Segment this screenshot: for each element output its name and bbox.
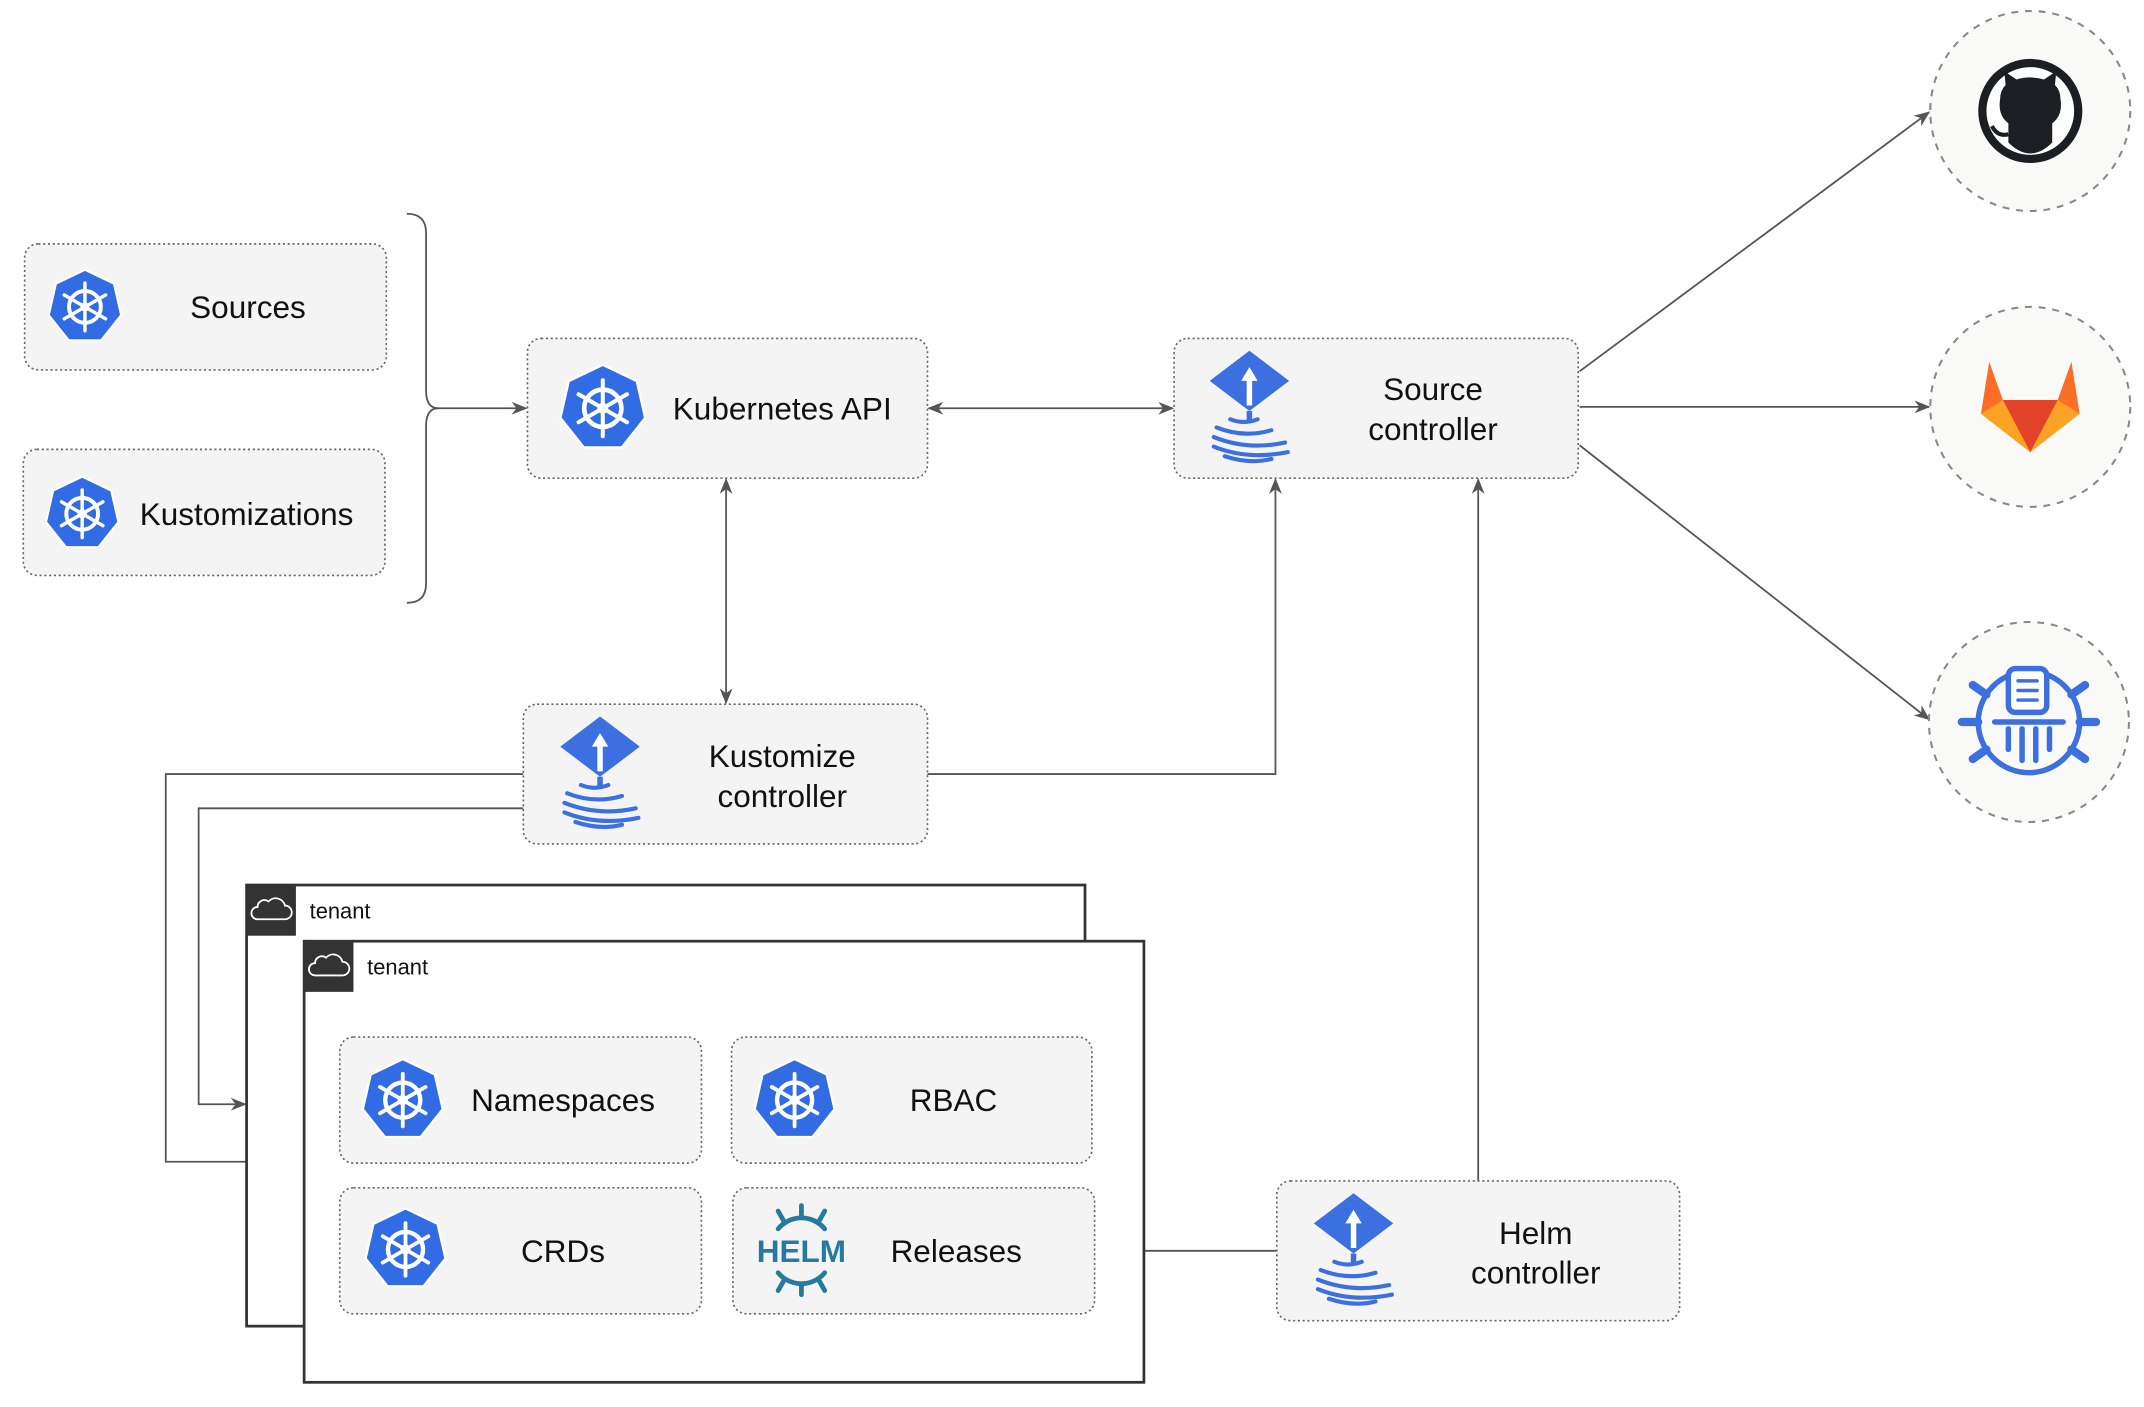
connectors [164,111,1931,1258]
rbac-node: RBAC [730,1036,1093,1164]
sources-label: Sources [190,289,306,325]
github-source [1929,9,2132,213]
kustomize-controller-label-1: Kustomize [709,738,856,774]
arrow-kustomize-to-tenant-front [164,773,524,1169]
helm-controller-label-1: Helm [1499,1215,1573,1251]
arrow-kustomize-to-source [927,477,1282,775]
helm-logo: HELM [757,1203,846,1298]
svg-text:HELM: HELM [757,1233,846,1269]
cloud-icon [308,953,351,977]
kustomizations-node: Kustomizations [22,448,386,577]
tenant-label: tenant [367,955,428,980]
arrow-to-github [1579,111,1931,372]
arrow-kustomize-to-tenant-back [197,807,524,1111]
helm-controller-node: Helm controller [1275,1180,1681,1322]
source-controller-node: Source controller [1173,337,1580,479]
kubernetes-api-label: Kubernetes API [673,390,892,426]
grouping-brace [406,212,439,604]
gitlab-icon [1980,361,2080,453]
cloud-icon [250,897,293,921]
rbac-label: RBAC [910,1082,998,1118]
github-icon [1978,58,2083,164]
helm-controller-label-2: controller [1471,1255,1601,1291]
tenant-label: tenant [310,899,371,924]
releases-label: Releases [891,1233,1022,1269]
bucket-storage-icon [1957,665,2101,776]
kubernetes-api-node: Kubernetes API [526,337,929,479]
kustomize-controller-label-2: controller [717,778,847,814]
namespaces-label: Namespaces [471,1082,655,1118]
namespaces-node: Namespaces [338,1036,703,1164]
crds-node: CRDs [338,1186,703,1315]
releases-node: HELM Releases [732,1186,1096,1315]
kustomizations-label: Kustomizations [140,496,354,532]
source-controller-label-2: controller [1368,411,1498,447]
bucket-source [1927,620,2130,824]
sources-node: Sources [23,243,388,371]
crds-label: CRDs [521,1233,605,1269]
source-controller-label-1: Source [1383,371,1483,407]
gitlab-source [1929,305,2132,508]
kustomize-controller-node: Kustomize controller [522,703,929,845]
arrow-to-bucket [1579,444,1931,721]
